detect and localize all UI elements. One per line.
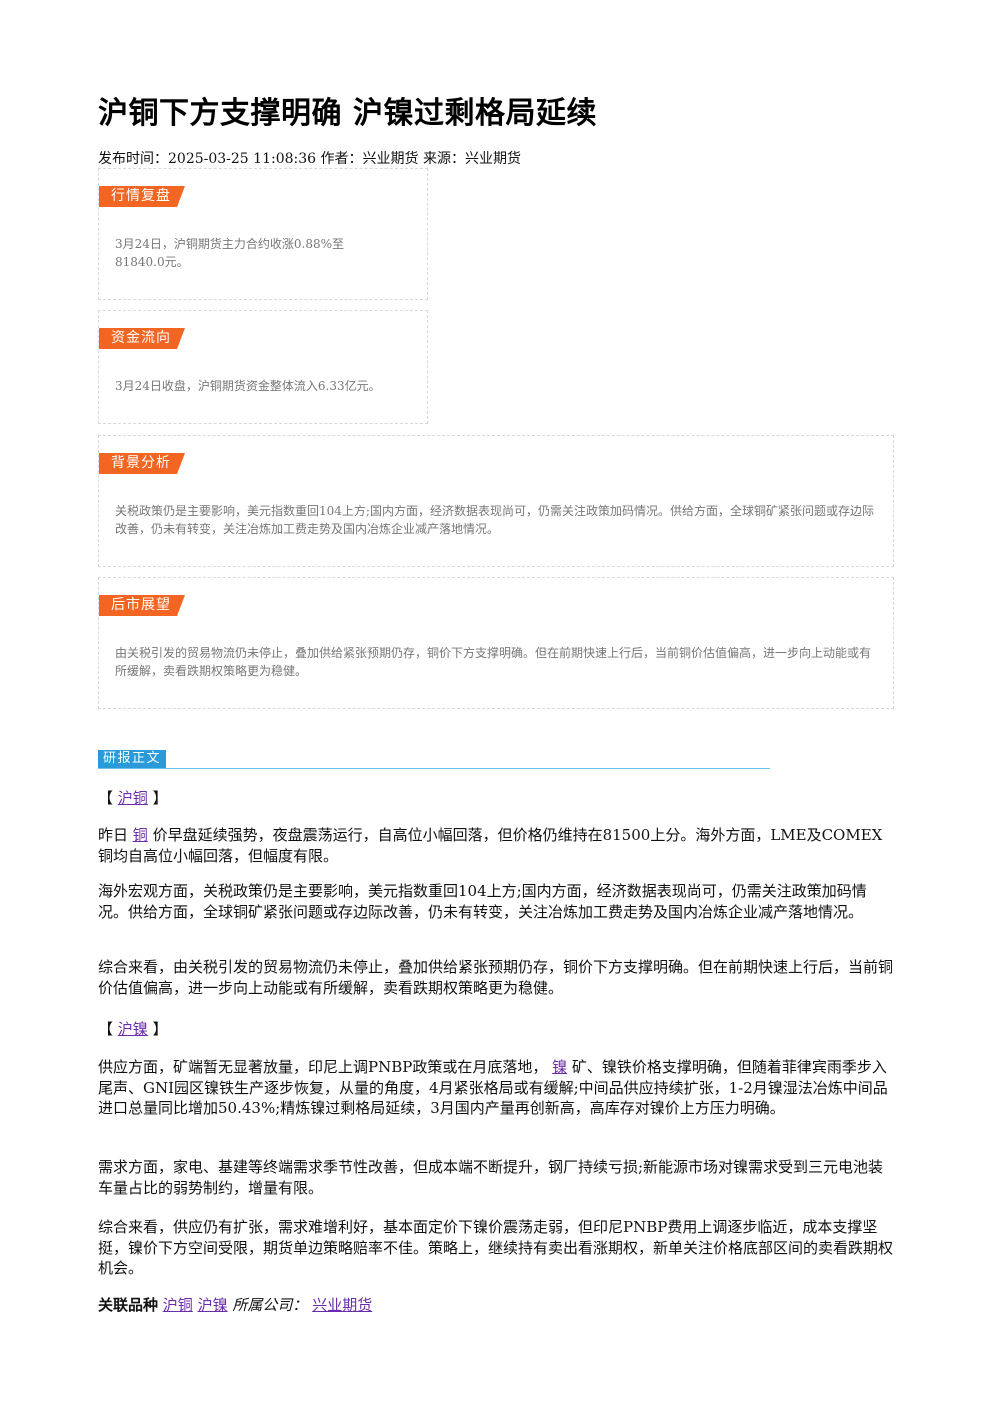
section-nickel-heading: 【 沪镍 】 — [98, 1018, 168, 1039]
card-background: 背景分析 关税政策仍是主要影响，美元指数重回104上方;国内方面，经济数据表现尚… — [98, 435, 894, 567]
copper-paragraph-1: 昨日 铜 价早盘延续强势，夜盘震荡运行，自高位小幅回落，但价格仍维持在81500… — [98, 825, 894, 866]
card-tag: 背景分析 — [99, 453, 185, 474]
article-title: 沪铜下方支撑明确 沪镍过剩格局延续 — [98, 96, 597, 131]
card-text: 3月24日，沪铜期货主力合约收涨0.88%至81840.0元。 — [115, 237, 345, 269]
link-company[interactable]: 兴业期货 — [312, 1296, 373, 1314]
card-text: 由关税引发的贸易物流仍未停止，叠加供给紧张预期仍存，铜价下方支撑明确。但在前期快… — [115, 646, 872, 678]
link-related-nickel[interactable]: 沪镍 — [197, 1296, 228, 1314]
report-body-header: 研报正文 — [98, 750, 770, 770]
related-footer: 关联品种 沪铜 沪镍 所属公司： 兴业期货 — [98, 1294, 372, 1315]
card-fund-flow: 资金流向 3月24日收盘，沪铜期货资金整体流入6.33亿元。 — [98, 310, 428, 424]
link-copper-inline[interactable]: 铜 — [132, 826, 148, 844]
link-nickel-inline[interactable]: 镍 — [552, 1058, 568, 1076]
nickel-paragraph-1: 供应方面，矿端暂无显著放量，印尼上调PNBP政策或在月底落地， 镍 矿、镍铁价格… — [98, 1057, 894, 1119]
para-text: 昨日 — [98, 826, 129, 844]
link-nickel[interactable]: 沪镍 — [117, 1020, 148, 1038]
copper-paragraph-2: 海外宏观方面，关税政策仍是主要影响，美元指数重回104上方;国内方面，经济数据表… — [98, 882, 867, 921]
section-copper-heading: 【 沪铜 】 — [98, 787, 168, 808]
para-text: 矿、镍铁价格支撑明确，但随着菲律宾雨季步入尾声、GNI园区镍铁生产逐步恢复，从量… — [98, 1058, 888, 1117]
bracket: 【 — [98, 1020, 114, 1038]
link-related-copper[interactable]: 沪铜 — [162, 1296, 193, 1314]
divider — [98, 768, 770, 769]
card-tag: 资金流向 — [99, 328, 185, 349]
card-text: 3月24日收盘，沪铜期货资金整体流入6.33亿元。 — [115, 379, 381, 393]
bracket: 】 — [152, 789, 168, 807]
company-label: 所属公司： — [232, 1296, 308, 1314]
related-label: 关联品种 — [98, 1296, 159, 1314]
card-tag: 行情复盘 — [99, 186, 185, 207]
card-text: 关税政策仍是主要影响，美元指数重回104上方;国内方面，经济数据表现尚可，仍需关… — [115, 504, 874, 536]
bracket: 【 — [98, 789, 114, 807]
nickel-paragraph-3: 综合来看，供应仍有扩张，需求难增利好，基本面定价下镍价震荡走弱，但印尼PNBP费… — [98, 1218, 894, 1277]
report-body-label: 研报正文 — [98, 750, 167, 768]
card-market-review: 行情复盘 3月24日，沪铜期货主力合约收涨0.88%至81840.0元。 — [98, 168, 428, 300]
copper-paragraph-3: 综合来看，由关税引发的贸易物流仍未停止，叠加供给紧张预期仍存，铜价下方支撑明确。… — [98, 958, 894, 997]
bracket: 】 — [152, 1020, 168, 1038]
para-text: 供应方面，矿端暂无显著放量，印尼上调PNBP政策或在月底落地， — [98, 1058, 548, 1076]
para-text: 价早盘延续强势，夜盘震荡运行，自高位小幅回落，但价格仍维持在81500上分。海外… — [98, 826, 883, 865]
nickel-paragraph-2: 需求方面，家电、基建等终端需求季节性改善，但成本端不断提升，钢厂持续亏损;新能源… — [98, 1158, 884, 1197]
link-copper[interactable]: 沪铜 — [117, 789, 148, 807]
article-meta: 发布时间：2025-03-25 11:08:36 作者：兴业期货 来源：兴业期货 — [98, 151, 521, 167]
card-outlook: 后市展望 由关税引发的贸易物流仍未停止，叠加供给紧张预期仍存，铜价下方支撑明确。… — [98, 577, 894, 709]
card-tag: 后市展望 — [99, 595, 185, 616]
